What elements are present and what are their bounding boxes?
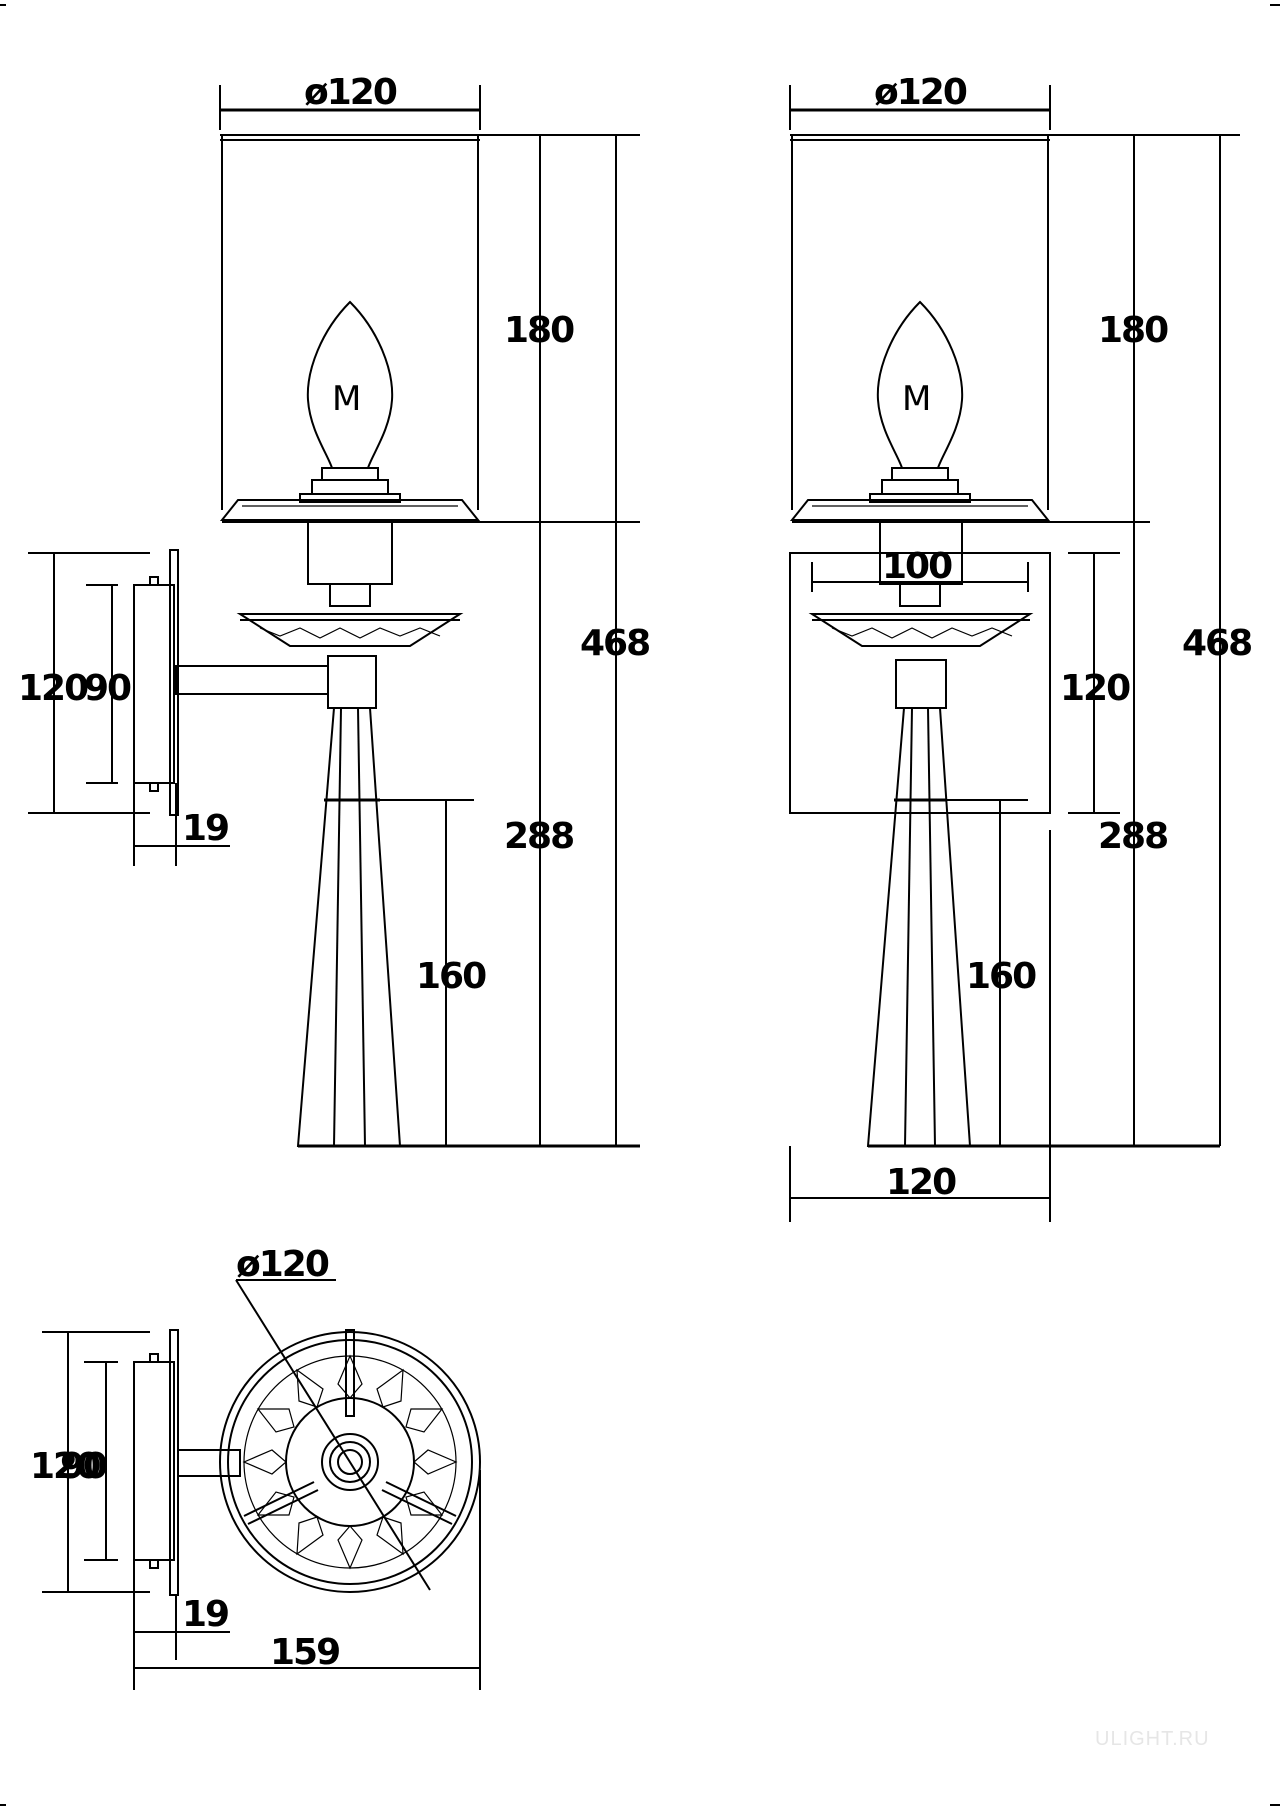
side-base-height-label: 160	[416, 956, 486, 997]
wall-plate	[133, 549, 179, 816]
side-plate-height-label: 120	[18, 668, 88, 709]
wall-arm	[175, 655, 377, 709]
front-decorative-dish	[808, 613, 1034, 647]
top-plate-inner-label: 90	[60, 1446, 107, 1487]
side-view: M	[18, 72, 651, 1148]
corner-marks	[0, 4, 1280, 1806]
front-plate-width-label: 100	[882, 546, 952, 587]
front-dimensions: ø120 180 468 288 160 100 120	[789, 72, 1253, 1222]
side-lower-height-label: 288	[504, 816, 573, 857]
top-plate-depth-label: 19	[182, 1594, 228, 1635]
lamp-shade	[219, 108, 640, 523]
rosette-spokes	[243, 1329, 457, 1525]
front-shade-height-label: 180	[1098, 310, 1168, 351]
front-tapered-base	[866, 707, 1220, 1148]
front-base-height-label: 160	[966, 956, 1036, 997]
front-base-width-label: 120	[886, 1162, 956, 1203]
side-plate-depth-label: 19	[182, 808, 228, 849]
rosette-petals	[242, 1354, 458, 1570]
front-candle-bulb: M	[869, 300, 971, 503]
front-bulb-mark: M	[902, 379, 931, 419]
top-rosette	[219, 1329, 481, 1593]
side-dimensions: ø120 180 468 288 160 120 90	[18, 72, 651, 1146]
front-plate-height-label: 120	[1060, 668, 1130, 709]
top-view: ø120 120 90 19 159	[30, 1244, 481, 1690]
side-total-height-label: 468	[580, 623, 649, 664]
side-shade-height-label: 180	[504, 310, 574, 351]
candle-bulb: M	[299, 300, 401, 503]
front-lower-height-label: 288	[1098, 816, 1167, 857]
decorative-dish	[236, 613, 464, 647]
watermark: ULIGHT.RU	[1095, 1728, 1210, 1750]
bulb-mark: M	[332, 379, 361, 419]
top-plate-height-label: 120	[30, 1446, 100, 1487]
top-diameter-label: ø120	[236, 1244, 329, 1285]
side-plate-inner-label: 90	[84, 668, 131, 709]
top-wall-plate	[133, 1329, 241, 1596]
front-lamp-shade	[789, 108, 1150, 523]
top-total-depth-label: 159	[270, 1632, 339, 1673]
side-shade-diameter-label: ø120	[304, 72, 397, 113]
front-total-height-label: 468	[1182, 623, 1251, 664]
socket-cup	[307, 521, 393, 585]
front-view: M ø120	[789, 72, 1253, 1222]
front-shade-diameter-label: ø120	[874, 72, 967, 113]
top-dimensions: ø120 120 90 19 159	[30, 1244, 481, 1690]
tapered-base	[296, 707, 640, 1148]
front-wall-plate	[789, 552, 1051, 814]
